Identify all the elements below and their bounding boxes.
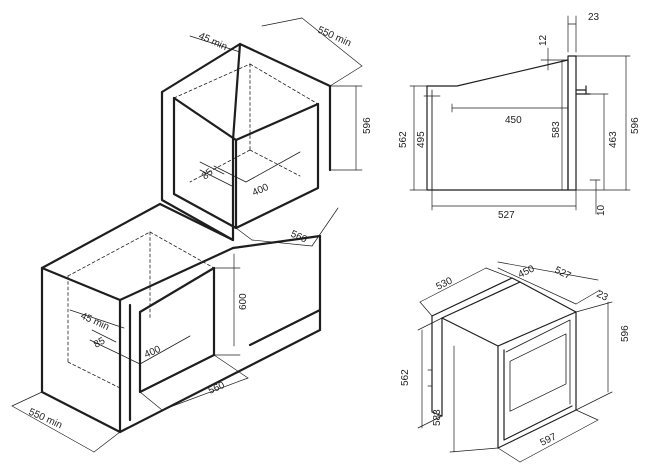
side-463-label: 463	[608, 131, 619, 148]
side-596-label: 596	[630, 117, 641, 134]
iso-583-label: 583	[432, 409, 443, 426]
iso-23-label: 23	[595, 289, 610, 304]
iso-596-label: 596	[620, 325, 631, 342]
bottom-cabinet	[40, 202, 322, 434]
side-583-label: 583	[551, 121, 562, 138]
top-45min-label: 45 min	[197, 31, 229, 53]
side-495-label: 495	[416, 131, 427, 148]
bottom-560-label: 560	[207, 380, 227, 397]
iso-597-label: 597	[538, 431, 558, 448]
side-450-label: 450	[505, 115, 522, 126]
side-10-label: 10	[596, 204, 607, 216]
bottom-400-label: 400	[143, 344, 163, 361]
top-550min-label: 550 min	[316, 25, 353, 50]
side-23-label: 23	[588, 12, 600, 23]
side-562-label: 562	[398, 131, 409, 148]
side-527-label: 527	[498, 210, 515, 221]
oven-isometric-dimensions	[417, 261, 613, 463]
iso-530-label: 530	[434, 275, 454, 292]
bottom-45min-label: 45 min	[79, 311, 111, 333]
bottom-550min-label: 550 min	[27, 407, 64, 432]
top-cabinet-dimensions	[189, 17, 363, 247]
side-12-label: 12	[538, 34, 549, 46]
side-view-dimensions	[409, 15, 631, 215]
side-view	[426, 55, 591, 191]
top-cabinet	[160, 42, 332, 242]
bottom-85-label: 85	[92, 335, 108, 350]
iso-527-label: 527	[553, 265, 573, 282]
iso-562-label: 562	[400, 369, 411, 386]
bottom-600-label: 600	[238, 293, 249, 310]
bottom-cabinet-dimensions	[11, 253, 249, 453]
oven-isometric	[427, 277, 577, 449]
top-596-label: 596	[362, 117, 373, 134]
top-400-label: 400	[251, 182, 271, 199]
